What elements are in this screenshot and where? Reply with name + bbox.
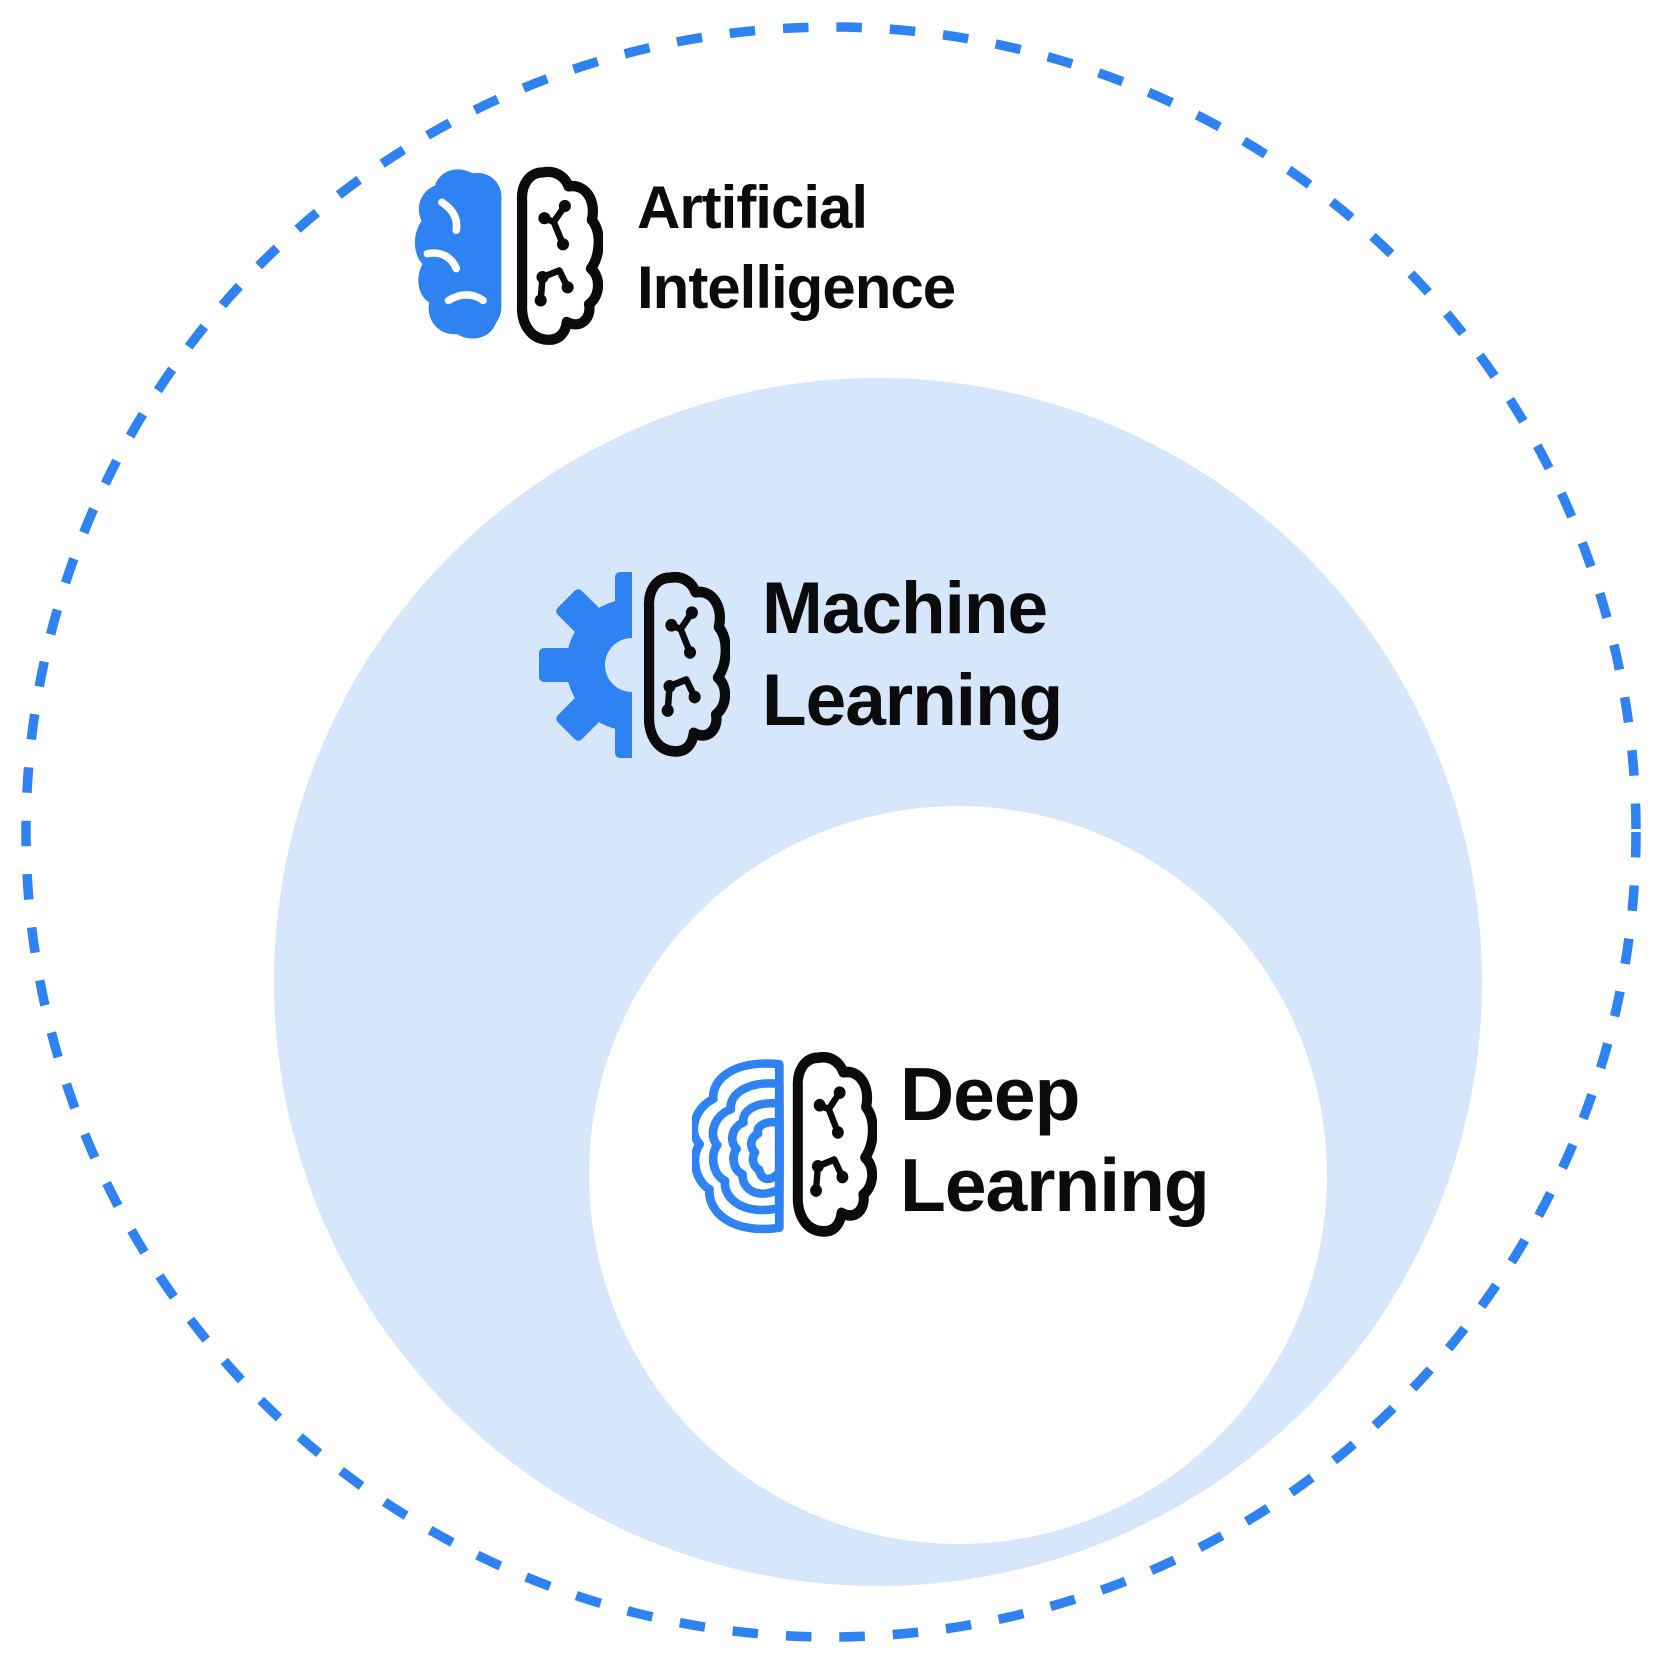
ai-label-line2: Intelligence (637, 254, 956, 321)
layered-half-brain-icon (692, 1052, 877, 1237)
blue-half-gear (539, 572, 632, 758)
ml-label-line2: Learning (762, 660, 1063, 741)
outer-ring-artificial-intelligence (21, 22, 1641, 1642)
inner-ring-deep-learning (589, 806, 1327, 1544)
dl-label-line1: Deep (900, 1052, 1080, 1136)
artificial-intelligence-label: Artificial Intelligence (637, 168, 956, 328)
dl-label-line2: Learning (900, 1143, 1210, 1227)
machine-learning-label: Machine Learning (762, 563, 1063, 747)
gear-half-brain-icon (539, 572, 730, 758)
circuit-brain-hemisphere (792, 1052, 877, 1237)
ml-label-line1: Machine (762, 568, 1048, 649)
circuit-brain-hemisphere (643, 572, 730, 757)
half-brain-circuit-icon (414, 166, 603, 345)
circuit-brain-hemisphere (516, 166, 603, 345)
blue-layered-hemisphere (692, 1059, 784, 1234)
deep-learning-label: Deep Learning (900, 1049, 1210, 1231)
brain-fold-lines (423, 198, 487, 305)
ai-label-line1: Artificial (637, 174, 868, 241)
